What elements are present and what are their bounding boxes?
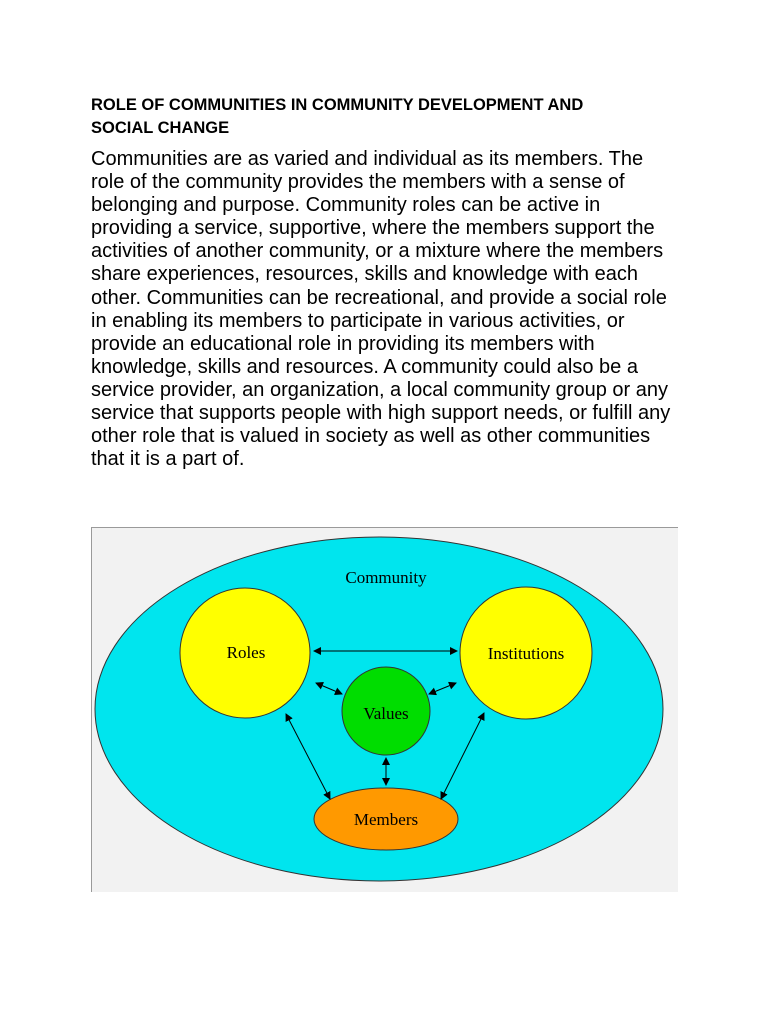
paragraph-line: provide an educational role in providing… [91,332,595,355]
heading-line-1: ROLE OF COMMUNITIES IN COMMUNITY DEVELOP… [91,96,584,114]
roles-circle [179,587,311,719]
institutions-circle [459,586,593,720]
paragraph-line: activities of another community, or a mi… [91,240,664,263]
community-diagram: Community Roles Institutions Values Memb… [94,536,664,882]
document-heading: ROLE OF COMMUNITIES IN COMMUNITY DEVELOP… [91,94,651,140]
values-circle [341,666,431,756]
institutions-label: Institutions [488,644,565,663]
paragraph-line: Communities are as varied and individual… [91,148,644,170]
roles-label: Roles [227,643,266,662]
paragraph-line: that it is a part of. [91,448,245,471]
arrow-institutions-members [440,712,485,800]
paragraph-line: belonging and purpose. Community roles c… [91,194,601,217]
heading-line-2: SOCIAL CHANGE [91,119,230,137]
members-label: Members [354,810,418,829]
members-ellipse [313,787,459,851]
arrow-institutions-values [428,681,457,696]
paragraph-line: share experiences, resources, skills and… [91,263,638,286]
body-paragraph: Communities are as varied and individual… [91,148,691,471]
community-label: Community [345,568,427,587]
paragraph-line: in enabling its members to participate i… [91,309,625,332]
arrow-roles-values [315,682,343,695]
paragraph-line: service that supports people with high s… [91,402,671,425]
paragraph-line: providing a service, supportive, where t… [91,217,655,240]
paragraph-line: other role that is valued in society as … [91,425,651,448]
paragraph-line: role of the community provides the membe… [91,171,625,194]
values-label: Values [363,704,408,723]
arrow-roles-members [285,713,331,800]
paragraph-line: knowledge, skills and resources. A commu… [91,355,638,378]
community-diagram-figure: Community Roles Institutions Values Memb… [91,527,678,892]
paragraph-line: other. Communities can be recreational, … [91,286,667,309]
paragraph-line: service provider, an organization, a loc… [91,378,668,401]
